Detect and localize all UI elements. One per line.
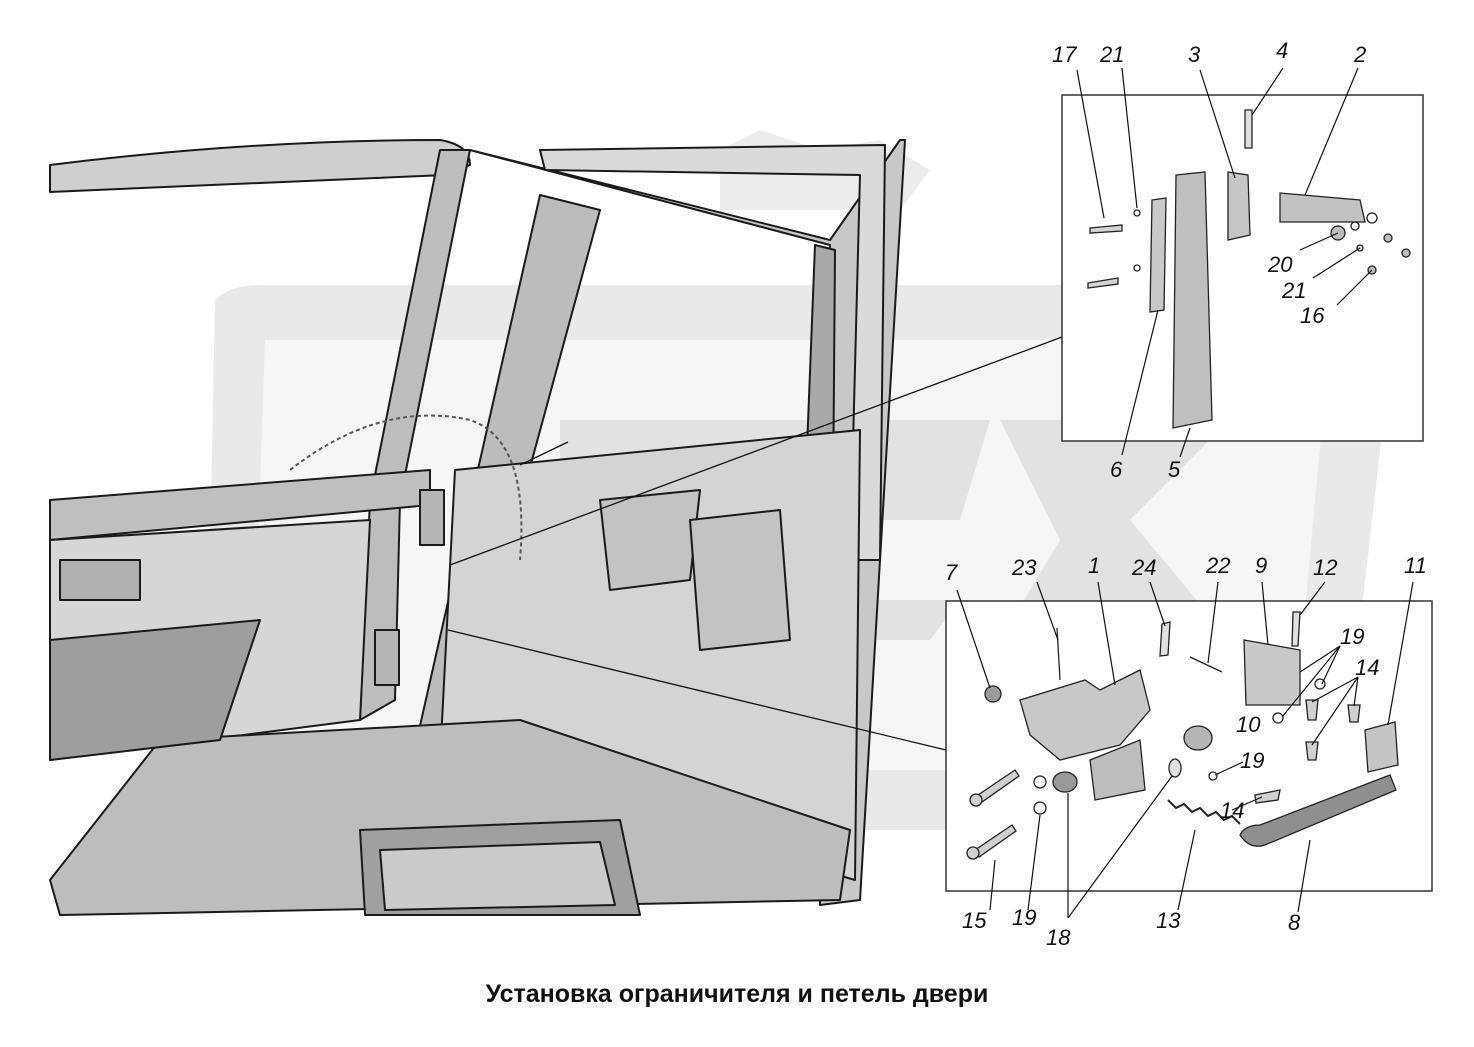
bracket-1 [1019,669,1151,761]
callout-6: 6 [1110,457,1123,482]
lower-inset-box [945,600,1433,892]
cotter-22 [1189,656,1223,673]
pin-4 [1244,109,1253,149]
callout-21-top: 21 [1099,42,1124,67]
callout-23: 23 [1011,555,1037,580]
callout-11: 11 [1404,553,1427,578]
callout-15: 15 [962,908,987,933]
callout-labels: 17 21 3 4 2 20 21 16 6 5 7 23 1 24 22 9 … [945,38,1427,950]
nut-7 [984,685,1002,703]
callout-21-right: 21 [1281,278,1306,303]
callout-24: 24 [1131,555,1156,580]
cab-door-drawing [49,139,906,916]
callout-8: 8 [1288,910,1301,935]
spring-13 [1167,799,1241,825]
upper-inset-box [1061,94,1424,442]
washer-18-b [1168,758,1182,778]
limiter-8 [1239,774,1397,847]
callout-7: 7 [945,560,958,585]
washer-18-a [1052,771,1078,793]
washer-21-left [1133,209,1141,217]
callout-9: 9 [1255,553,1267,578]
callout-14-upper: 14 [1355,655,1379,680]
plate-5 [1172,171,1213,429]
hinge-3 [1227,171,1251,241]
washer-19-d [1033,801,1047,815]
callout-10: 10 [1236,712,1261,737]
washer-19-b [1314,678,1326,690]
callout-1: 1 [1088,553,1100,578]
upper-hinge [419,489,445,546]
plate-6 [1149,197,1167,313]
bolt-17-lower [1087,277,1119,289]
callout-19-upper: 19 [1340,624,1364,649]
callout-19-lower: 19 [1012,905,1036,930]
roller-10 [1183,725,1213,751]
callout-14-lower: 14 [1220,798,1244,823]
callout-22: 22 [1205,553,1230,578]
plate-9 [1243,639,1301,706]
lower-hinge [374,629,400,686]
bolt-17-upper [1089,224,1123,234]
callout-4: 4 [1276,38,1288,63]
callout-2: 2 [1353,42,1366,67]
bolt-14-b [1347,704,1361,723]
callout-12: 12 [1313,555,1337,580]
bolt-14-a [1305,699,1319,721]
stop-11 [1364,721,1399,773]
pin-24 [1159,621,1171,657]
callout-16: 16 [1300,303,1325,328]
callout-20: 20 [1267,252,1293,277]
callout-3: 3 [1188,42,1201,67]
windshield-frame [49,139,471,193]
inset-leader-lines [447,336,1063,751]
washer-19-a [1272,712,1284,724]
callout-5: 5 [1168,457,1181,482]
callout-17: 17 [1052,42,1077,67]
callout-13: 13 [1156,908,1181,933]
callout-leaders [956,67,1414,919]
pin-12 [1291,611,1301,647]
callout-18: 18 [1046,925,1071,950]
figure-caption: Установка ограничителя и петель двери [485,980,989,1008]
hinge-2 [1279,192,1366,223]
pin-23 [1056,627,1061,681]
callout-19-mid: 19 [1240,748,1264,773]
washer-19-c [1208,771,1218,781]
